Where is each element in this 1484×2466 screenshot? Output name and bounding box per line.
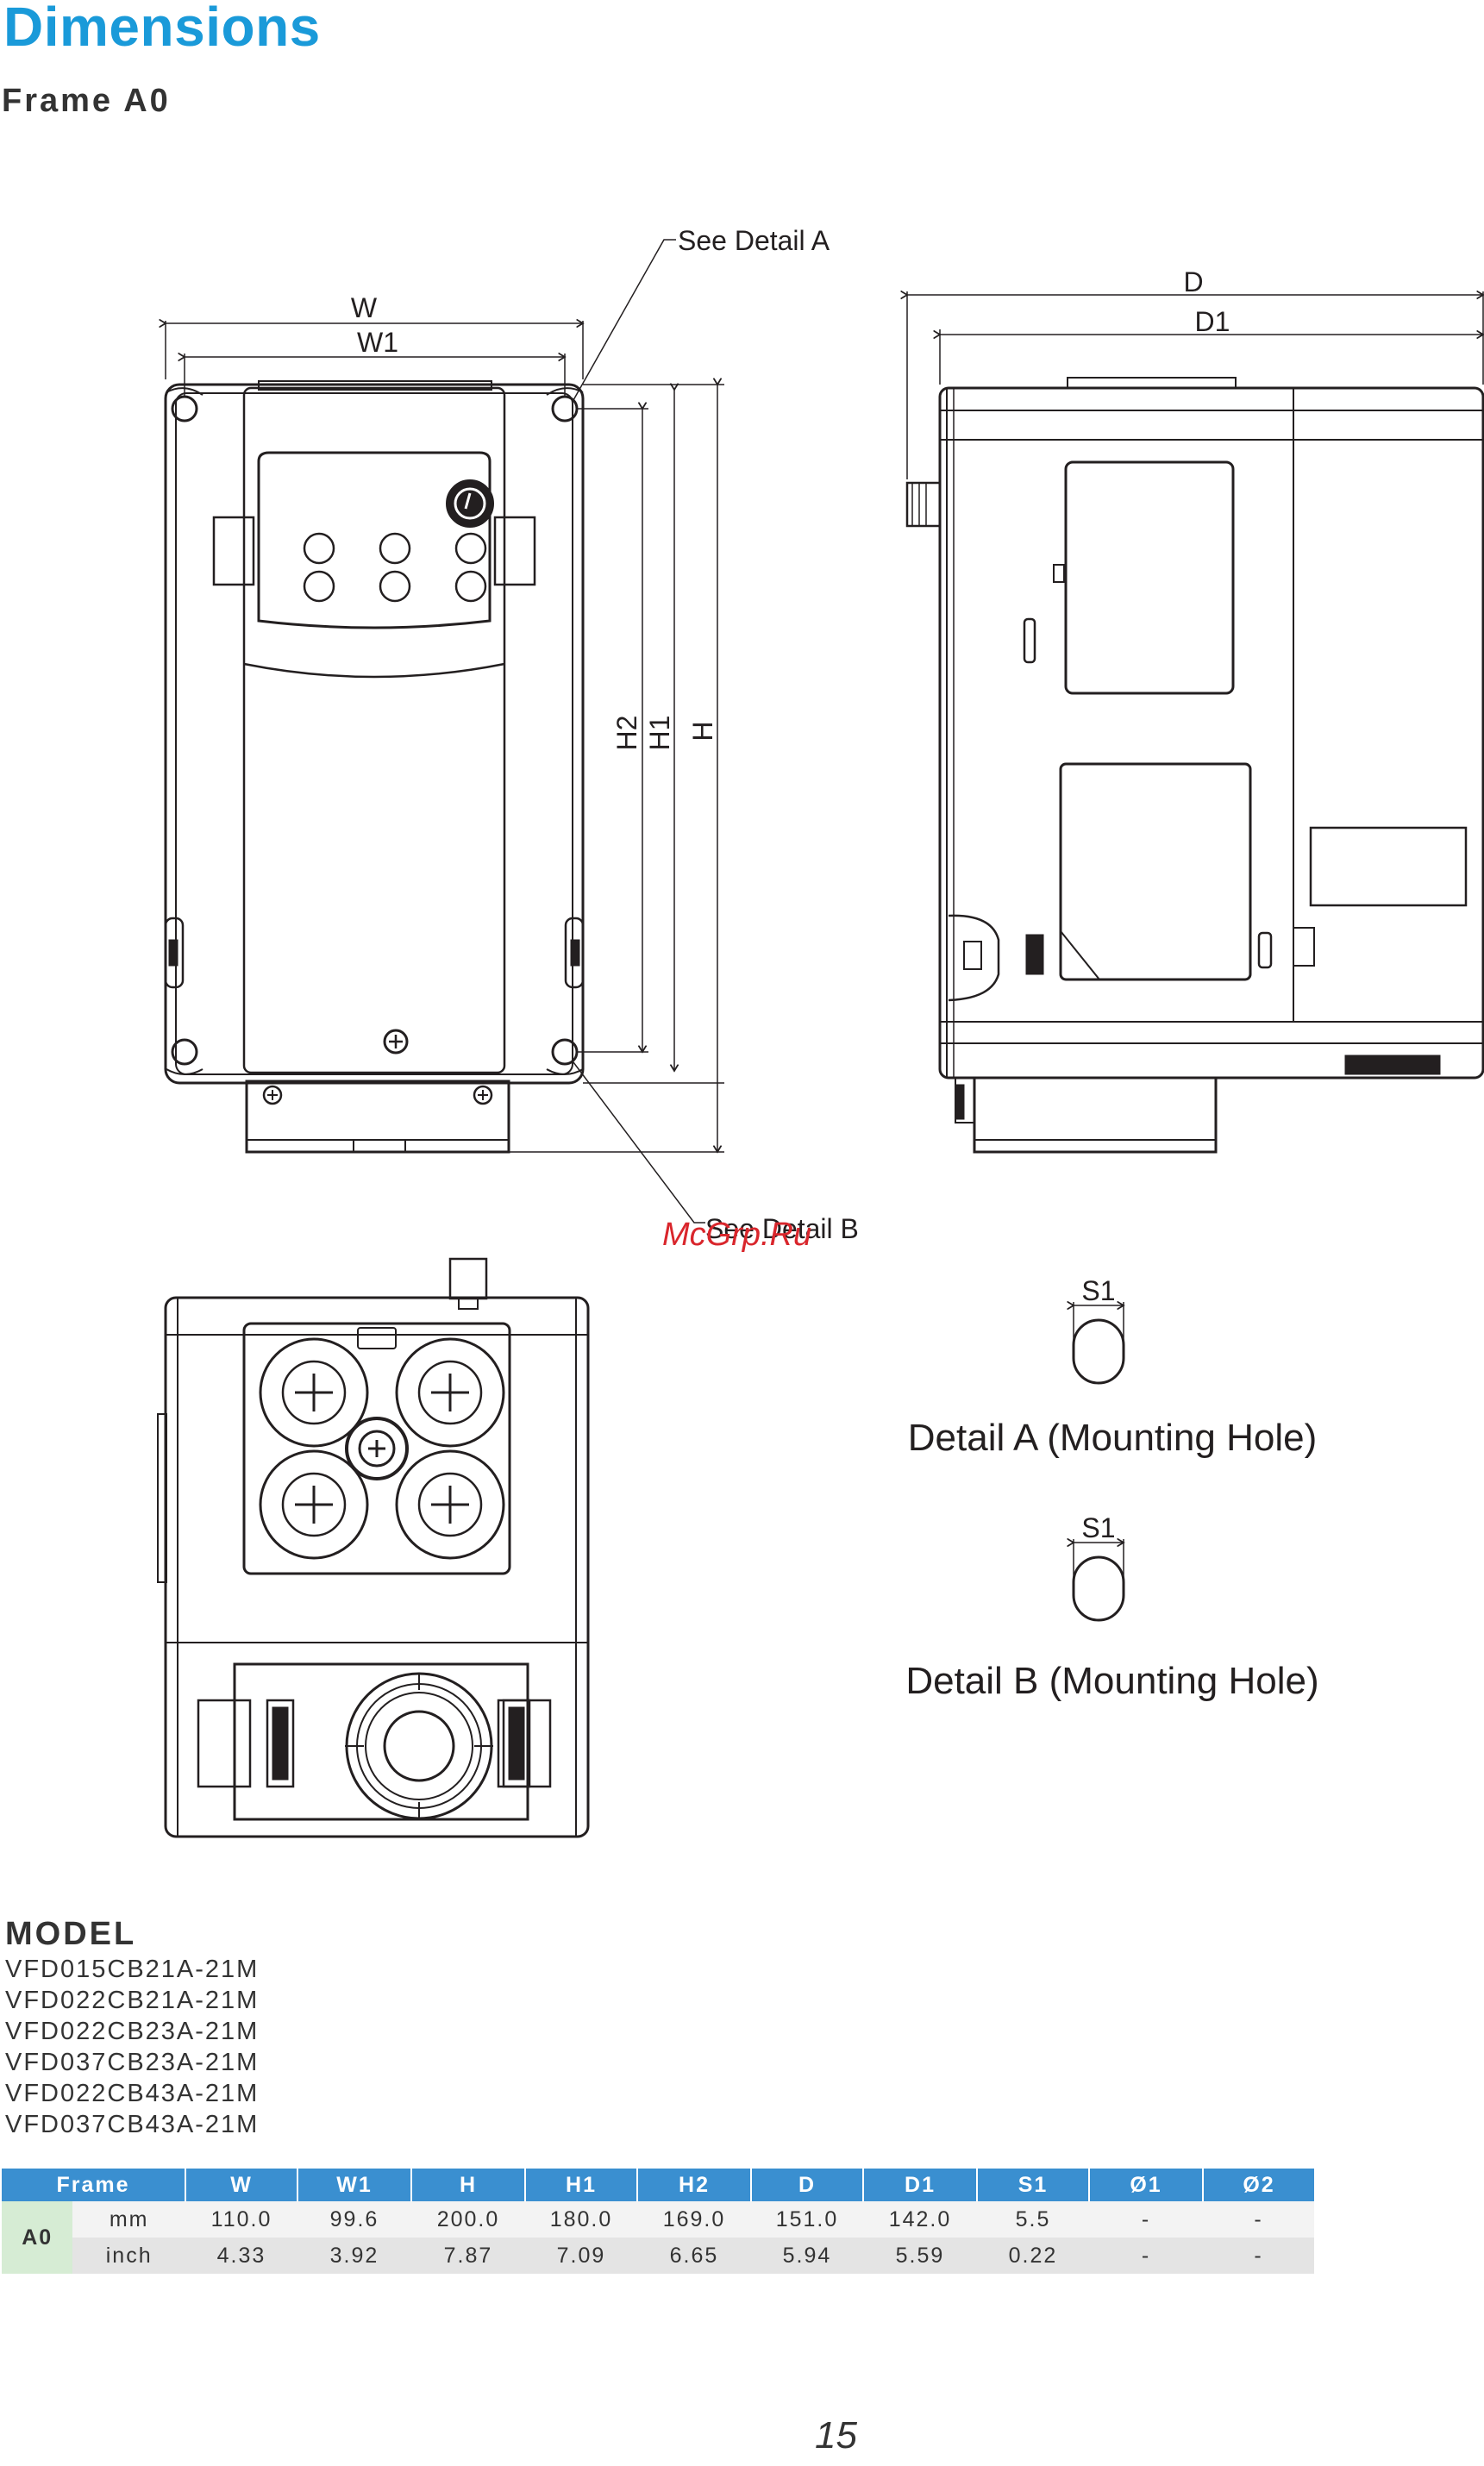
table-cell: 110.0: [185, 2201, 297, 2238]
table-cell: -: [1203, 2201, 1314, 2238]
table-header-d1: D1: [863, 2169, 978, 2201]
page-number: 15: [815, 2414, 857, 2457]
model-heading: MODEL: [5, 1916, 137, 1952]
watermark: McGrp.Ru: [662, 1217, 811, 1253]
table-cell: 3.92: [297, 2238, 411, 2274]
table-cell: 5.59: [863, 2238, 977, 2274]
side-view: [905, 377, 1484, 1154]
table-row: inch 4.33 3.92 7.87 7.09 6.65 5.94 5.59 …: [2, 2238, 1314, 2274]
table-cell: 4.33: [185, 2238, 297, 2274]
dim-label-h: H: [687, 721, 718, 741]
model-item: VFD037CB43A-21M: [5, 2111, 260, 2138]
detail-b-drawing: [1074, 1539, 1124, 1622]
table-cell: 7.87: [411, 2238, 525, 2274]
table-header-s1: S1: [977, 2169, 1090, 2201]
model-item: VFD015CB21A-21M: [5, 1956, 260, 1983]
table-header-w: W: [185, 2169, 298, 2201]
table-cell: 5.5: [977, 2201, 1089, 2238]
table-header-frame: Frame: [2, 2169, 186, 2201]
table-header-h1: H1: [525, 2169, 638, 2201]
detail-a-drawing: [1074, 1302, 1124, 1385]
front-view: [164, 380, 585, 1154]
model-item: VFD022CB23A-21M: [5, 2018, 260, 2045]
detail-a-dim-label: S1: [1081, 1275, 1115, 1306]
unit-cell: inch: [72, 2238, 185, 2274]
table-header-d: D: [751, 2169, 864, 2201]
table-cell: 169.0: [637, 2201, 751, 2238]
dim-label-w: W: [351, 292, 378, 323]
dim-label-d1: D1: [1195, 306, 1230, 337]
table-header-o2: Ø2: [1203, 2169, 1314, 2201]
dim-label-w1: W1: [357, 327, 398, 358]
side-dimensions: [907, 291, 1483, 479]
detail-b-dim-label: S1: [1081, 1512, 1115, 1543]
table-header-h: H: [411, 2169, 526, 2201]
table-cell: 142.0: [863, 2201, 977, 2238]
table-cell: 5.94: [751, 2238, 863, 2274]
table-cell: -: [1089, 2201, 1203, 2238]
table-cell: 7.09: [525, 2238, 637, 2274]
frame-cell: A0: [2, 2201, 73, 2274]
table-cell: 6.65: [637, 2238, 751, 2274]
model-item: VFD022CB21A-21M: [5, 1987, 260, 2014]
table-cell: 180.0: [525, 2201, 637, 2238]
table-header-row: Frame W W1 H H1 H2 D D1 S1 Ø1 Ø2: [2, 2169, 1314, 2201]
callout-detail-b: See Detail B: [705, 1213, 859, 1244]
model-item: VFD022CB43A-21M: [5, 2080, 260, 2107]
unit-cell: mm: [72, 2201, 185, 2238]
table-cell: -: [1089, 2238, 1203, 2274]
callout-detail-a: See Detail A: [678, 225, 830, 256]
dim-label-d: D: [1183, 266, 1203, 297]
model-item: VFD037CB23A-21M: [5, 2049, 260, 2076]
front-dimensions: [166, 239, 724, 1224]
table-cell: 0.22: [977, 2238, 1089, 2274]
table-cell: -: [1203, 2238, 1314, 2274]
dim-label-h1: H1: [644, 716, 675, 751]
table-header-o1: Ø1: [1089, 2169, 1204, 2201]
table-cell: 99.6: [297, 2201, 411, 2238]
table-cell: 151.0: [751, 2201, 863, 2238]
table-row: A0 mm 110.0 99.6 200.0 180.0 169.0 151.0…: [2, 2201, 1314, 2274]
dimension-table: Frame W W1 H H1 H2 D D1 S1 Ø1 Ø2 A0 mm 1…: [2, 2169, 1314, 2274]
table-header-h2: H2: [637, 2169, 752, 2201]
detail-a-caption: Detail A (Mounting Hole): [908, 1417, 1317, 1459]
table-header-w1: W1: [297, 2169, 412, 2201]
table-cell: 200.0: [411, 2201, 525, 2238]
dim-label-h2: H2: [611, 716, 642, 751]
page-subtitle: Frame A0: [2, 83, 171, 119]
page-title: Dimensions: [3, 0, 321, 58]
model-list: VFD015CB21A-21M VFD022CB21A-21M VFD022CB…: [5, 1954, 259, 2140]
detail-b-caption: Detail B (Mounting Hole): [905, 1660, 1318, 1702]
dimension-drawing: W W1 H2 H1 H D D1 See Detail A See Detai…: [157, 225, 1484, 1838]
bottom-view: [157, 1257, 590, 1838]
